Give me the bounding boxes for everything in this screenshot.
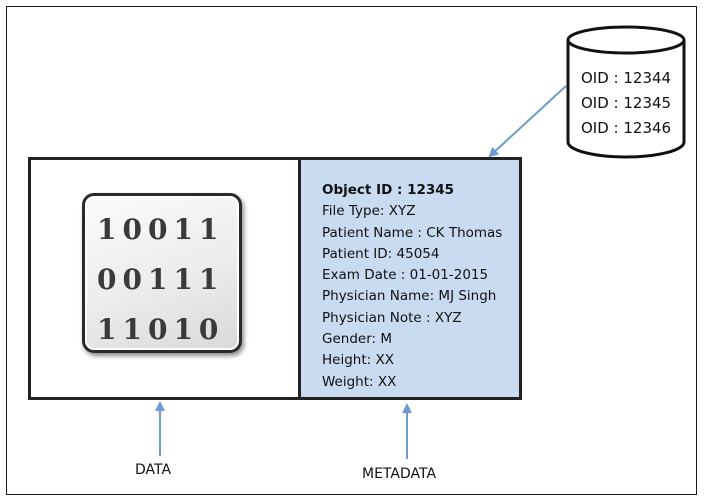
metadata-pane: Object ID : 12345 File Type: XYZ Patient…	[301, 160, 519, 397]
oid-list: OID : 12344 OID : 12345 OID : 12346	[581, 66, 671, 141]
object-id-title: Object ID : 12345	[322, 182, 455, 198]
oid-entry: OID : 12344	[581, 69, 672, 87]
binary-row: 10011	[97, 213, 225, 246]
metadata-field: Patient Name : CK Thomas	[322, 224, 503, 241]
metadata-field: Physician Note : XYZ	[322, 309, 462, 326]
metadata-field: Height: XX	[322, 352, 394, 369]
object-container: 10011 00111 11010 Object ID : 12345 File…	[28, 157, 522, 400]
metadata-field: File Type: XYZ	[322, 203, 416, 220]
binary-row: 11010	[97, 313, 225, 346]
oid-entry: OID : 12345	[581, 94, 672, 112]
metadata-field: Exam Date : 01-01-2015	[322, 267, 489, 284]
oid-entry: OID : 12346	[581, 119, 672, 137]
metadata-caption: METADATA	[362, 466, 437, 482]
metadata-field: Physician Name: MJ Singh	[322, 288, 497, 305]
metadata-field: Weight: XX	[322, 373, 397, 390]
database-icon	[566, 25, 686, 159]
data-caption: DATA	[135, 462, 172, 478]
binary-row: 00111	[97, 263, 225, 296]
data-pane: 10011 00111 11010	[31, 160, 298, 397]
binary-data-icon: 10011 00111 11010	[82, 193, 242, 353]
metadata-field: Patient ID: 45054	[322, 245, 440, 262]
database-cylinder: OID : 12344 OID : 12345 OID : 12346	[566, 25, 686, 160]
metadata-field: Gender: M	[322, 331, 392, 348]
pane-divider	[298, 160, 301, 397]
